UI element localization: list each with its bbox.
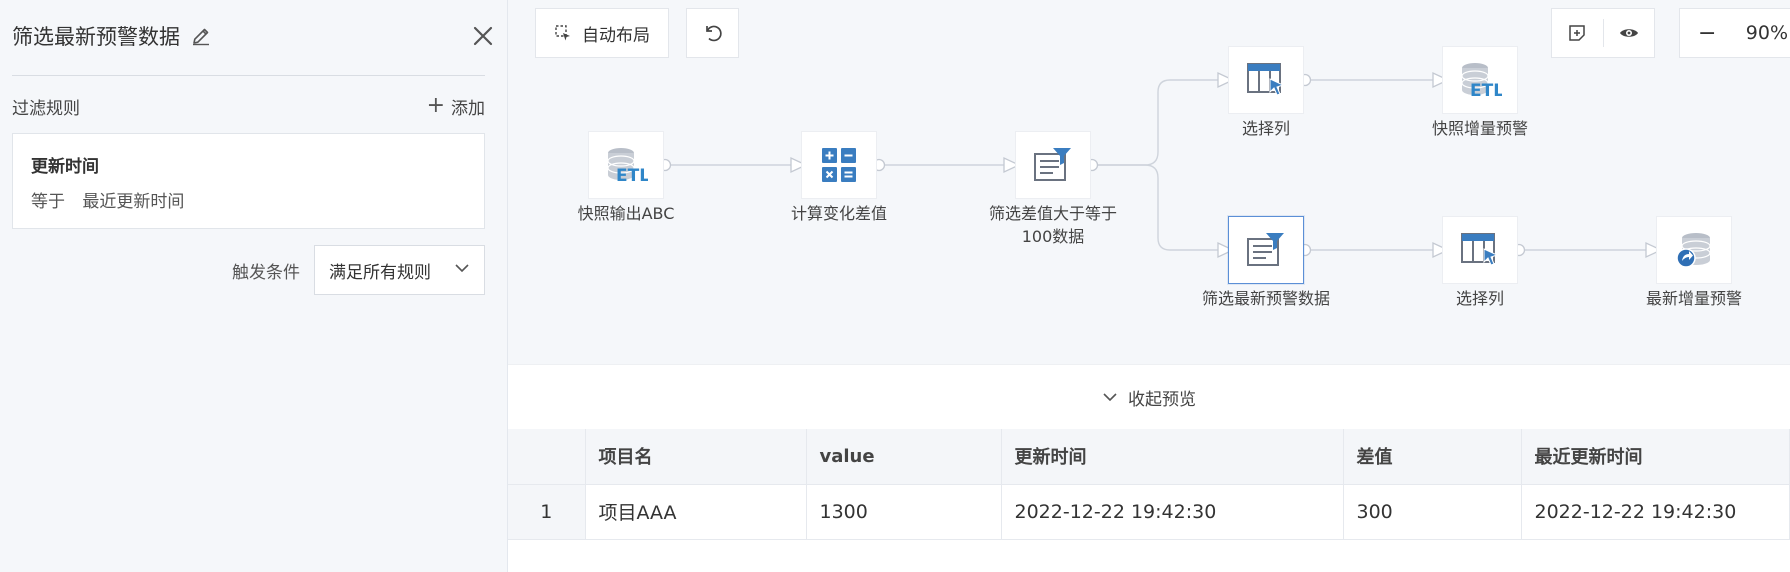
table-cell: 1300 bbox=[806, 484, 1002, 540]
auto-layout-button[interactable]: 自动布局 bbox=[535, 8, 669, 58]
collapse-preview-button[interactable]: 收起预览 bbox=[508, 364, 1790, 429]
rule-card[interactable]: 更新时间 等于 最近更新时间 bbox=[12, 133, 485, 229]
add-rule-button[interactable]: + 添加 bbox=[427, 94, 485, 119]
divider bbox=[1602, 19, 1604, 47]
svg-text:ETL: ETL bbox=[1470, 81, 1502, 100]
pencil-icon[interactable] bbox=[190, 25, 212, 47]
table-cell: 2022-12-22 19:42:30 bbox=[1521, 484, 1790, 540]
column-header[interactable]: 最近更新时间 bbox=[1521, 429, 1790, 485]
node-label: 最新增量预警 bbox=[1645, 289, 1742, 308]
table-header-row: 项目名 value 更新时间 差值 最近更新时间 bbox=[508, 429, 1790, 485]
node-label-line: 筛选差值大于等于 bbox=[988, 204, 1117, 223]
table-row: 1 项目AAA 1300 2022-12-22 19:42:30 300 202… bbox=[508, 484, 1790, 540]
add-rule-label: 添加 bbox=[451, 98, 485, 119]
trigger-condition-label: 触发条件 bbox=[232, 262, 300, 283]
flow-node-snapshot-output-abc[interactable]: ETL bbox=[588, 131, 664, 199]
zoom-out-button[interactable]: − bbox=[1698, 20, 1717, 46]
rule-value: 最近更新时间 bbox=[82, 192, 185, 212]
node-label: 选择列 bbox=[1241, 119, 1290, 138]
node-label: 选择列 bbox=[1455, 289, 1504, 308]
table-cell: 2022-12-22 19:42:30 bbox=[1001, 484, 1344, 540]
eye-icon bbox=[1619, 29, 1638, 37]
auto-layout-icon bbox=[555, 25, 570, 41]
undo-icon bbox=[705, 25, 722, 42]
flow-node-snapshot-incremental-alert[interactable]: ETL bbox=[1442, 46, 1518, 114]
node-label: 计算变化差值 bbox=[790, 204, 887, 223]
trigger-condition-row: 触发条件 满足所有规则 bbox=[232, 245, 485, 295]
undo-button[interactable] bbox=[686, 8, 739, 58]
zoom-level: 90% bbox=[1745, 22, 1788, 44]
column-header[interactable]: 项目名 bbox=[585, 429, 807, 485]
rule-field: 更新时间 bbox=[31, 157, 99, 177]
filter-rules-header: 过滤规则 + 添加 bbox=[12, 92, 485, 120]
chevron-down-icon bbox=[1103, 393, 1117, 402]
flow-node-select-columns-bottom[interactable] bbox=[1442, 216, 1518, 284]
flow-canvas[interactable]: 自动布局 − 90% bbox=[508, 0, 1790, 364]
panel-header: 筛选最新预警数据 bbox=[12, 18, 495, 54]
column-header-index bbox=[508, 429, 586, 485]
filter-icon bbox=[1247, 233, 1284, 266]
flow-node-calculate-diff[interactable] bbox=[801, 131, 877, 199]
close-icon[interactable] bbox=[471, 24, 495, 48]
preview-toggle-button[interactable] bbox=[1603, 8, 1654, 58]
select-columns-icon bbox=[1461, 233, 1499, 266]
svg-text:ETL: ETL bbox=[616, 166, 648, 185]
flow-node-filter-diff-100[interactable] bbox=[1015, 131, 1091, 199]
add-note-button[interactable] bbox=[1552, 8, 1603, 58]
filter-icon bbox=[1034, 148, 1071, 181]
column-header[interactable]: 差值 bbox=[1343, 429, 1522, 485]
auto-layout-label: 自动布局 bbox=[582, 25, 650, 46]
flow-node-filter-latest-alert[interactable] bbox=[1228, 216, 1304, 284]
flow-node-select-columns-top[interactable] bbox=[1228, 46, 1304, 114]
divider bbox=[12, 75, 485, 76]
node-label: 筛选差值大于等于 100数据 bbox=[968, 202, 1138, 248]
table-cell: 300 bbox=[1343, 484, 1522, 540]
node-label-line: 100数据 bbox=[1021, 227, 1085, 246]
rule-condition: 等于 最近更新时间 bbox=[31, 187, 466, 212]
flow-edges bbox=[658, 71, 1663, 259]
database-output-icon bbox=[1676, 233, 1711, 268]
etl-database-icon: ETL bbox=[1461, 63, 1502, 100]
select-columns-icon bbox=[1247, 63, 1285, 96]
filter-rules-label: 过滤规则 bbox=[12, 98, 80, 119]
add-note-icon bbox=[1569, 25, 1585, 41]
zoom-control: − 90% bbox=[1679, 8, 1790, 58]
filter-config-panel: 筛选最新预警数据 过滤规则 + 添加 更新时间 等于 最近更新时间 触发条件 满… bbox=[0, 0, 508, 572]
panel-title: 筛选最新预警数据 bbox=[12, 25, 180, 49]
plus-icon: + bbox=[426, 93, 445, 118]
node-label: 筛选最新预警数据 bbox=[1201, 289, 1330, 308]
rule-operator: 等于 bbox=[31, 192, 65, 212]
collapse-preview-label: 收起预览 bbox=[1128, 389, 1196, 410]
node-label: 快照增量预警 bbox=[1431, 119, 1528, 138]
chevron-down-icon bbox=[454, 260, 470, 281]
flow-node-latest-incremental-alert[interactable] bbox=[1656, 216, 1732, 284]
view-controls bbox=[1551, 8, 1655, 58]
node-label: 快照输出ABC bbox=[577, 204, 675, 223]
etl-database-icon: ETL bbox=[607, 148, 648, 185]
preview-table: 项目名 value 更新时间 差值 最近更新时间 1 项目AAA 1300 20… bbox=[508, 429, 1790, 540]
column-header[interactable]: 更新时间 bbox=[1001, 429, 1344, 485]
calculator-icon bbox=[822, 148, 856, 182]
row-index: 1 bbox=[508, 484, 586, 540]
column-header[interactable]: value bbox=[806, 429, 1002, 485]
data-preview: 收起预览 项目名 value 更新时间 差值 最近更新时间 1 项目AAA 13… bbox=[508, 364, 1790, 572]
table-cell: 项目AAA bbox=[585, 484, 807, 540]
trigger-condition-select[interactable]: 满足所有规则 bbox=[314, 245, 485, 295]
trigger-condition-value: 满足所有规则 bbox=[329, 262, 431, 283]
